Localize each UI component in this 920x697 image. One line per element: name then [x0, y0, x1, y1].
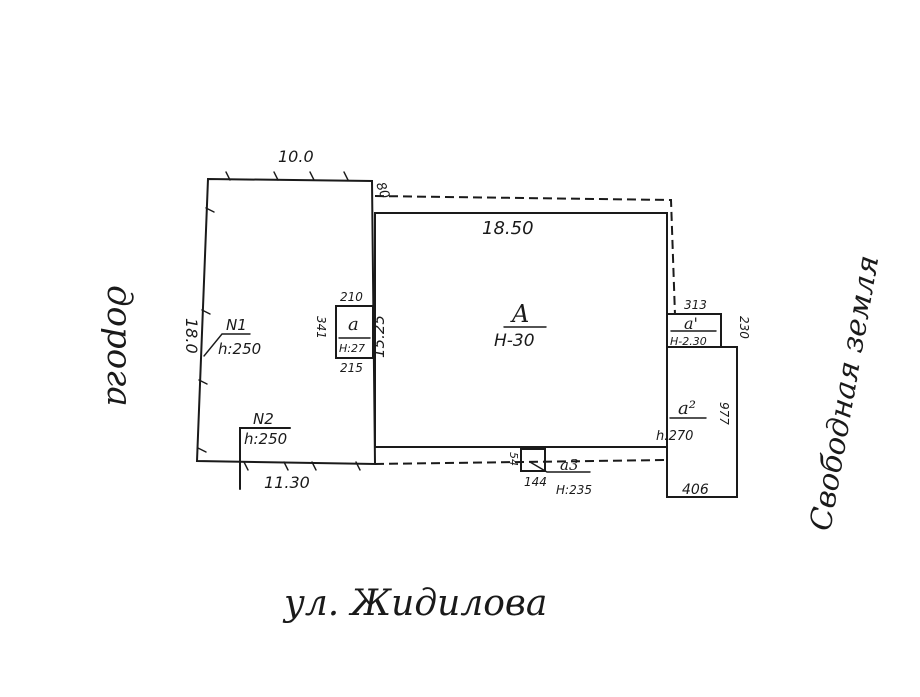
- small-a-label: a: [348, 314, 359, 335]
- a1-depth: 230: [737, 316, 751, 339]
- a3-outline: [520, 448, 546, 472]
- dashed-boundary: [374, 195, 676, 316]
- house-length: 18.50: [482, 218, 534, 239]
- a2-outline: [666, 346, 738, 498]
- road-label: дорога: [99, 285, 139, 407]
- a2-depth: 977: [717, 402, 731, 425]
- small-a-outline: [335, 305, 374, 359]
- n1-height: h:250: [218, 340, 261, 358]
- house-a-outline: [374, 212, 668, 448]
- n1-leader: [203, 333, 251, 357]
- n2-height: h:250: [244, 430, 287, 448]
- free-land-label: Свободная земля: [803, 253, 886, 534]
- a1-label: a': [684, 314, 698, 333]
- a3-height: H:235: [556, 483, 592, 497]
- a2-label: a²: [678, 398, 696, 419]
- n2-marker: [239, 427, 291, 490]
- a1-width: 313: [684, 298, 707, 312]
- small-a-height: H:27: [339, 342, 365, 355]
- small-a-width-bottom: 215: [340, 361, 363, 375]
- a3-leader: [529, 461, 591, 473]
- small-a-width-top: 210: [340, 290, 363, 304]
- plot-left-length: 18.0: [182, 318, 201, 354]
- boundary-ticks: [197, 171, 361, 471]
- plot-top-width: 10.0: [278, 147, 314, 166]
- a3-width: 144: [524, 475, 547, 489]
- a3-label: a3: [560, 456, 579, 474]
- n1-label: N1: [226, 316, 247, 334]
- n2-label: N2: [253, 410, 274, 428]
- a1-height: H-2.30: [670, 335, 707, 348]
- house-height: H-30: [494, 331, 535, 351]
- a2-width: 406: [682, 482, 709, 498]
- small-a-depth: 341: [314, 316, 328, 339]
- street-label: ул. Жидилова: [282, 583, 547, 624]
- plot-right-length: 15.25: [370, 315, 388, 358]
- house-label: A: [510, 300, 529, 328]
- a2-height: h:270: [656, 429, 693, 444]
- a3-depth: 54: [507, 452, 520, 466]
- house-gap: 80: [372, 180, 392, 201]
- plot-bottom-width: 11.30: [264, 473, 310, 492]
